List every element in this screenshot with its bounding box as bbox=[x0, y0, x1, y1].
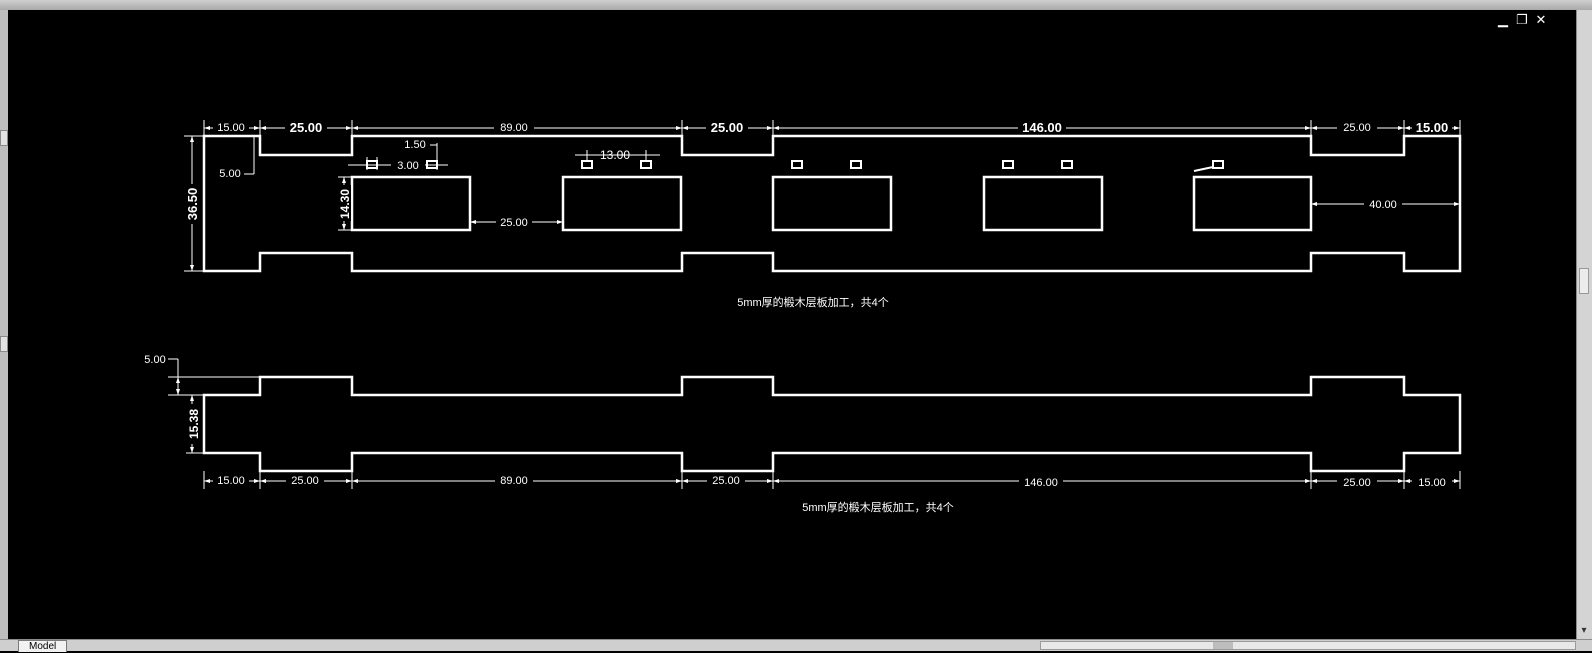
dim-label: 36.50 bbox=[185, 188, 200, 221]
dim-label: 1.50 bbox=[404, 139, 425, 151]
cutout-2 bbox=[561, 175, 683, 232]
left-frame bbox=[0, 10, 8, 639]
dim-label: 5.00 bbox=[219, 168, 240, 180]
dim-label: 25.00 bbox=[500, 217, 528, 229]
cad-drawing: 15.00 25.00 89.00 25.00 146.00 25.00 15.… bbox=[144, 120, 1462, 514]
minimize-icon[interactable]: ▁ bbox=[1498, 12, 1508, 27]
dim-label: 3.00 bbox=[397, 160, 418, 172]
slot bbox=[1061, 160, 1073, 169]
dim-label: 40.00 bbox=[1369, 199, 1397, 211]
left-panel-tab[interactable] bbox=[0, 336, 8, 352]
dim-label: 5.00 bbox=[144, 354, 165, 366]
slot bbox=[640, 160, 652, 169]
scrollbar-thumb[interactable] bbox=[1213, 642, 1233, 649]
left-panel-tab[interactable] bbox=[0, 130, 8, 146]
slot bbox=[581, 160, 593, 169]
dim-label: 25.00 bbox=[712, 475, 740, 487]
dim-label: 15.00 bbox=[1418, 477, 1446, 489]
dim-label: 89.00 bbox=[500, 122, 528, 134]
chevron-down-icon[interactable]: ▾ bbox=[1581, 625, 1587, 636]
horizontal-scrollbar[interactable] bbox=[1040, 641, 1576, 650]
dim-label: 15.38 bbox=[187, 409, 201, 439]
dim-label: 25.00 bbox=[290, 120, 323, 135]
dim-label: 146.00 bbox=[1024, 477, 1058, 489]
cutout-3 bbox=[771, 175, 893, 232]
dim-label: 146.00 bbox=[1022, 120, 1062, 135]
cutout-1 bbox=[350, 175, 472, 232]
tab-model[interactable]: Model bbox=[18, 640, 68, 652]
slot bbox=[850, 160, 862, 169]
title-strip bbox=[0, 0, 1592, 10]
dim-label: 13.00 bbox=[600, 148, 630, 162]
scrollbar-thumb[interactable] bbox=[1579, 268, 1589, 294]
caption: 5mm厚的椴木层板加工，共4个 bbox=[737, 295, 889, 309]
dim-label: 25.00 bbox=[711, 120, 744, 135]
layout-tab-bar: Model bbox=[0, 639, 1592, 652]
dim-label: 15.00 bbox=[1416, 120, 1449, 135]
caption: 5mm厚的椴木层板加工，共4个 bbox=[802, 500, 954, 514]
dim-label: 89.00 bbox=[500, 475, 528, 487]
dim-label: 25.00 bbox=[1343, 122, 1371, 134]
part2-outline bbox=[202, 375, 1462, 473]
vertical-scrollbar[interactable]: ▾ bbox=[1576, 10, 1592, 639]
dim-label: 14.30 bbox=[338, 189, 352, 219]
cutout-5 bbox=[1192, 175, 1313, 232]
dim-label: 25.00 bbox=[1343, 477, 1371, 489]
slot bbox=[1212, 160, 1224, 169]
dim-label: 15.00 bbox=[217, 475, 245, 487]
drawing-canvas[interactable]: 15.00 25.00 89.00 25.00 146.00 25.00 15.… bbox=[8, 10, 1576, 639]
restore-icon[interactable]: ❐ bbox=[1516, 12, 1528, 27]
slot bbox=[791, 160, 803, 169]
close-icon[interactable]: ✕ bbox=[1535, 12, 1547, 27]
cutout-4 bbox=[982, 175, 1104, 232]
slot bbox=[1002, 160, 1014, 169]
part1-outline bbox=[202, 134, 1462, 273]
dim-label: 15.00 bbox=[217, 122, 245, 134]
dim-label: 25.00 bbox=[291, 475, 319, 487]
